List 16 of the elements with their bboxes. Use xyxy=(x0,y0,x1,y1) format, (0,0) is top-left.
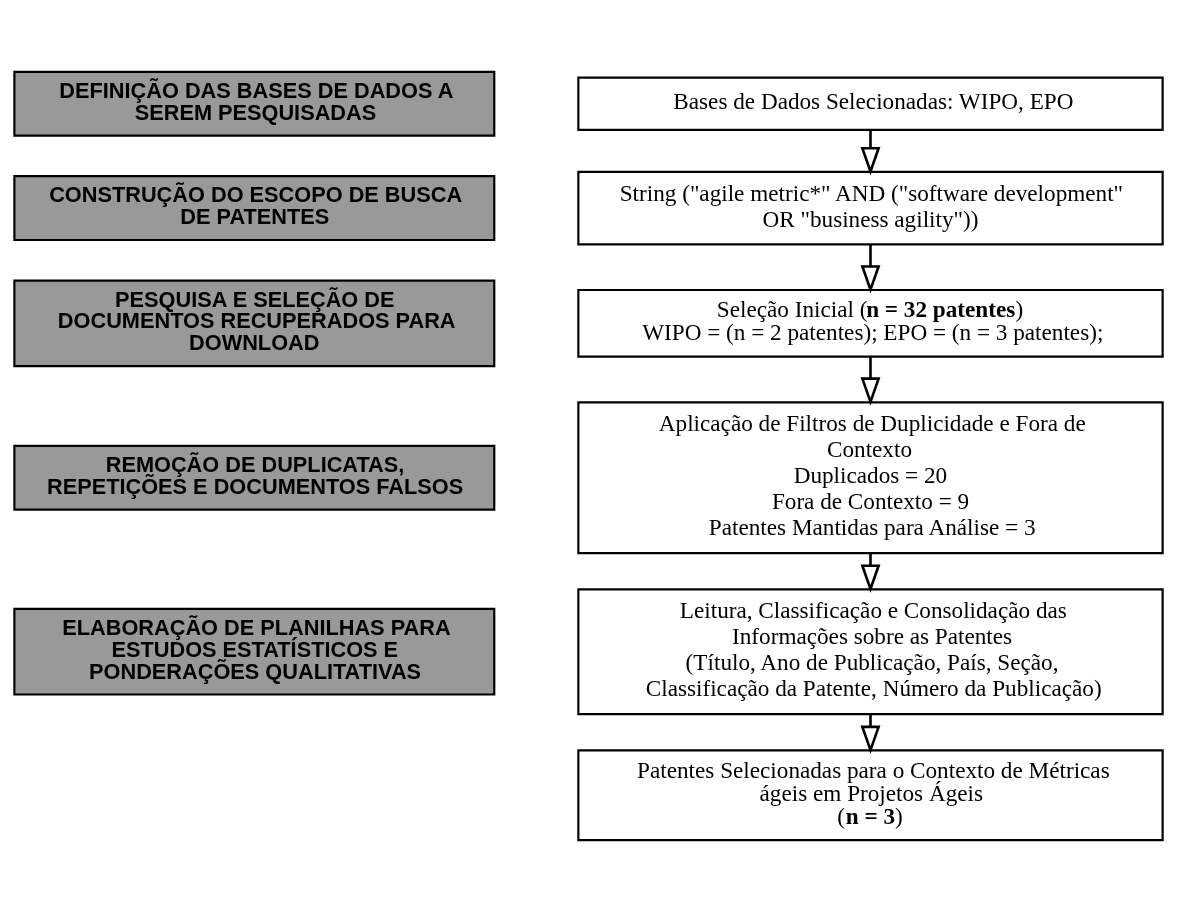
arrow xyxy=(860,714,881,755)
node-box: DEFINIÇÃO DAS BASES DE DADOS A SEREM PESQUISADAS xyxy=(13,70,496,137)
node-box: CONSTRUÇÃO DO ESCOPO DE BUSCA DE PATENTES xyxy=(13,175,496,242)
arrow xyxy=(860,356,881,406)
node-box: Seleção Inicial (n = 32 patentes) WIPO = (n = 2 patentes); EPO = (n = 3 patentes); xyxy=(577,288,1164,358)
arrow xyxy=(860,130,881,176)
node-box: Patentes Selecionadas para o Contexto de Métricas ágeis em Projetos Ágeis (n = 3) xyxy=(577,749,1164,842)
node-box: PESQUISA E SELEÇÃO DE DOCUMENTOS RECUPERADOS PARA DOWNLOAD xyxy=(13,279,496,368)
node-box: Bases de Dados Selecionadas: WIPO, EPO xyxy=(577,76,1164,131)
arrow xyxy=(860,553,881,593)
node-box: Aplicação de Filtros de Duplicidade e Fora de Contexto Duplicados = 20 Fora de Contexto = 9 Patentes Mantidas para Análise = 3 xyxy=(577,401,1164,555)
arrow xyxy=(860,244,881,294)
node-box: String ("agile metric*" AND ("software development" OR "business agility")) xyxy=(577,170,1164,246)
node-box: REMOÇÃO DE DUPLICATAS, REPETIÇÕES E DOCUMENTOS FALSOS xyxy=(13,444,496,511)
node-box: ELABORAÇÃO DE PLANILHAS PARA ESTUDOS ESTATÍSTICOS E PONDERAÇÕES QUALITATIVAS xyxy=(13,607,496,696)
node-box: Leitura, Classificação e Consolidação das Informações sobre as Patentes (Título, Ano de Publicação, País, Seção, Classificação da Patente, Número da Publicação) xyxy=(577,588,1164,716)
